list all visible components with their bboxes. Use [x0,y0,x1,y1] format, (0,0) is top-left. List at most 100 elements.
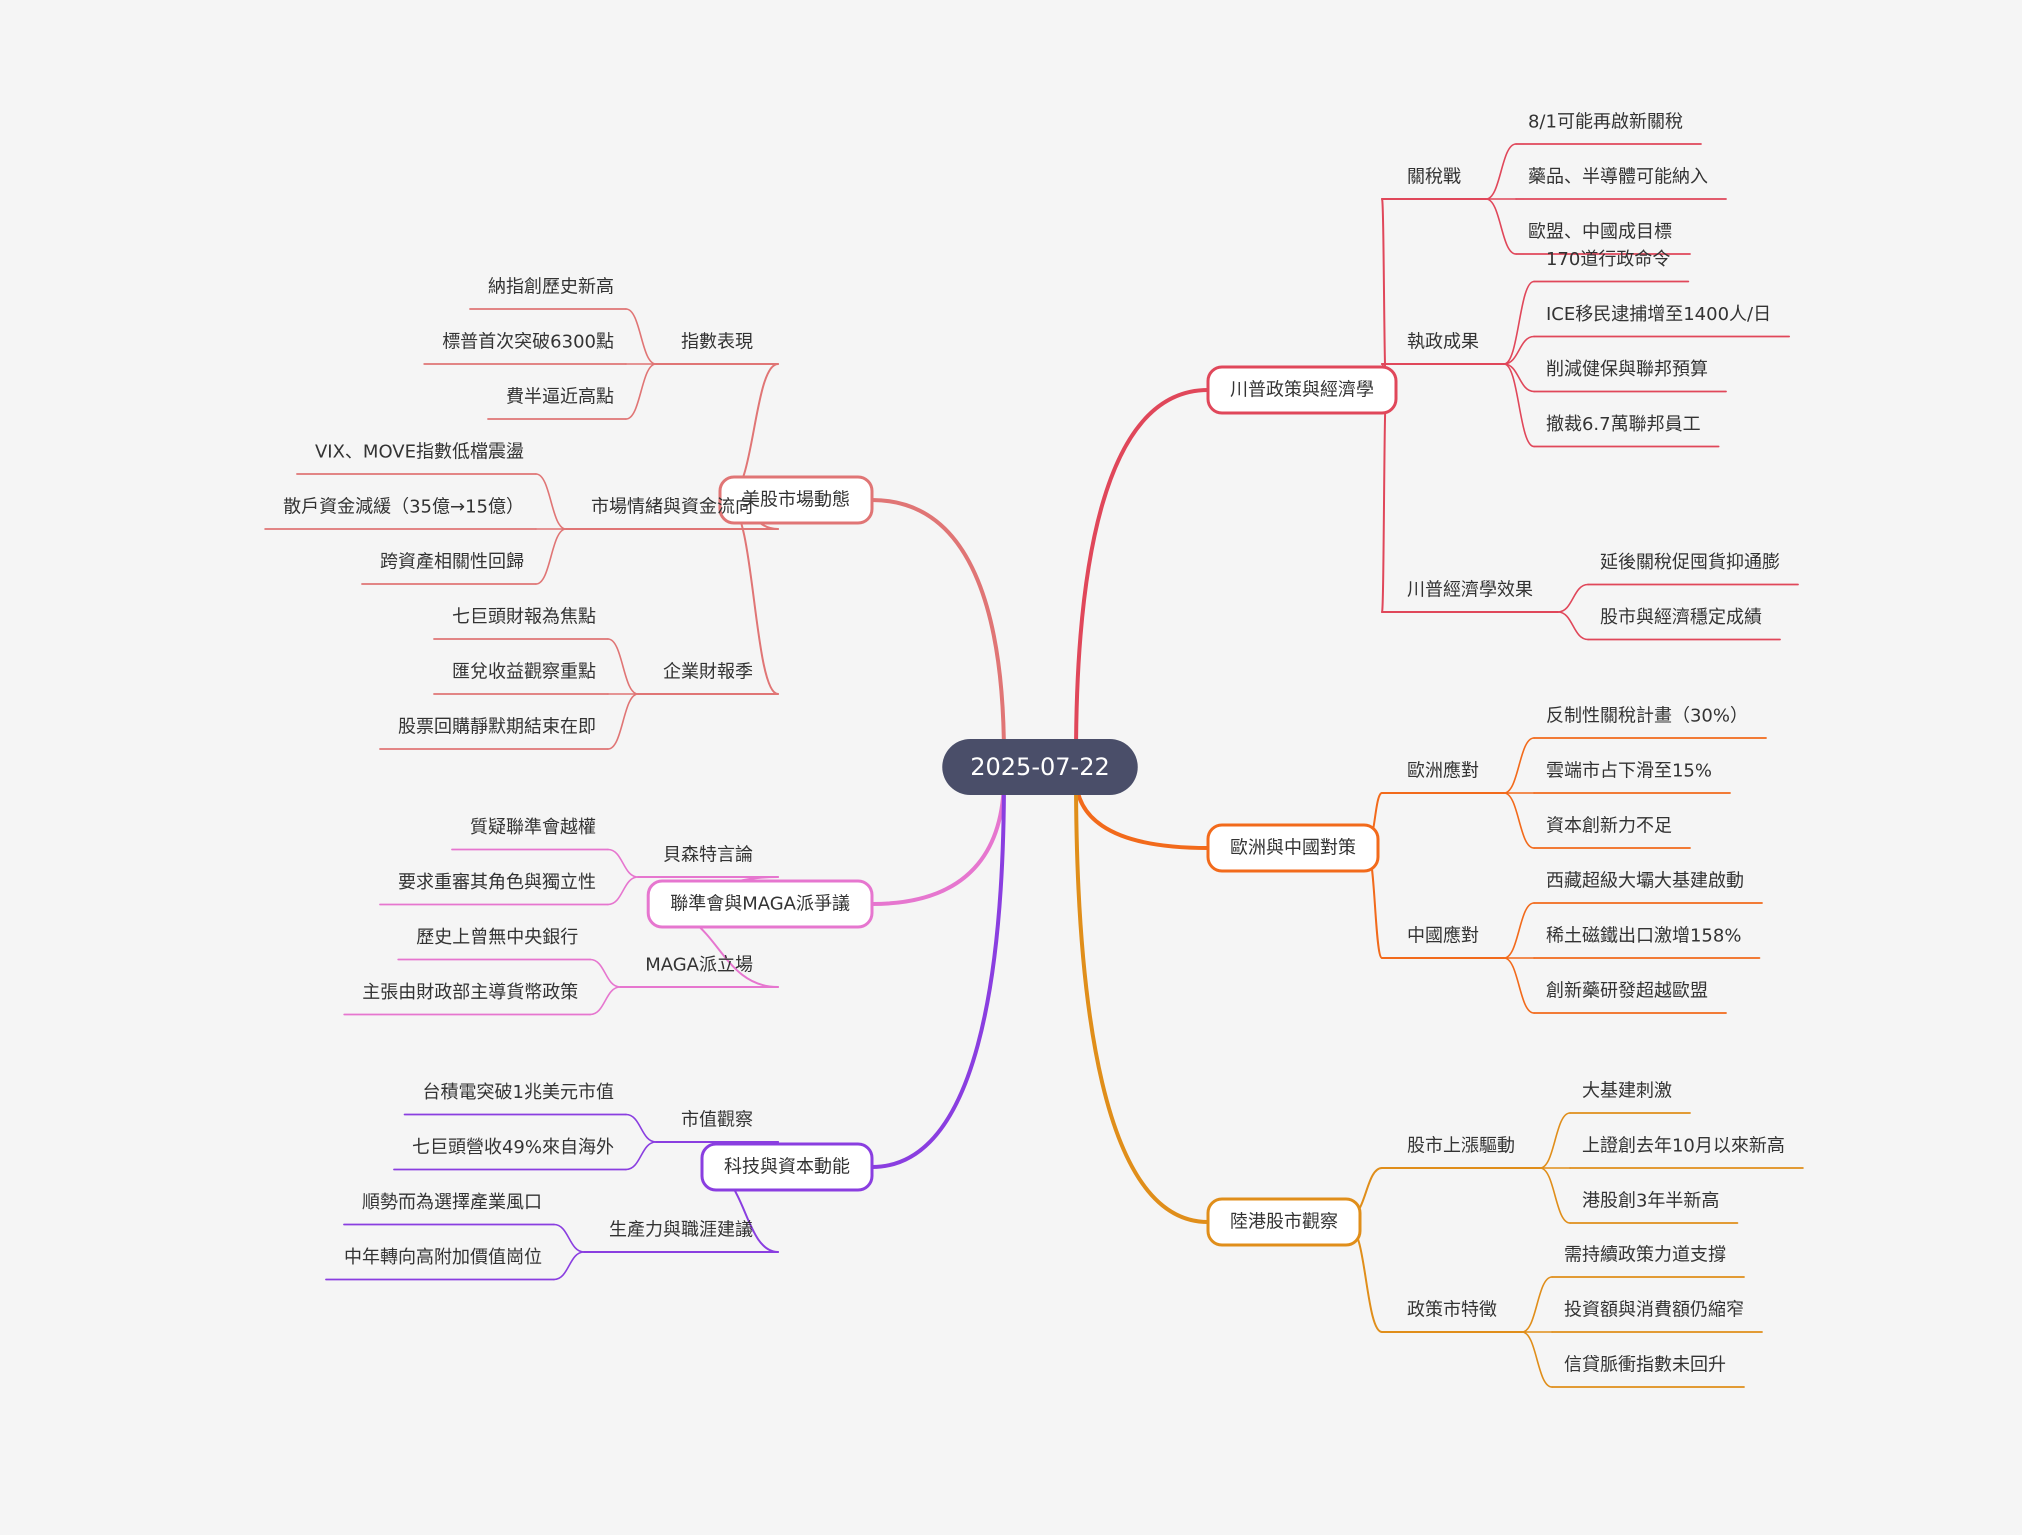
leaf-label: 股票回購靜默期結束在即 [398,717,596,738]
leaf-connector [1503,957,1535,1014]
leaf-connector [1485,143,1517,200]
branch-label: 美股市場動態 [742,490,850,511]
leaf-label: 需持續政策力道支撐 [1564,1245,1726,1266]
leaf-connector [589,958,622,988]
child-connector [1381,395,1387,613]
leaf-label: 納指創歷史新高 [488,277,614,298]
branch-node[interactable] [1206,1197,1362,1247]
leaf-label: 要求重審其角色與獨立性 [398,872,596,893]
leaf-label: 延後關稅促囤貨抑通膨 [1600,552,1780,573]
root-label: 2025-07-22 [970,753,1109,781]
leaf-label: 中年轉向高附加價值崗位 [344,1247,542,1268]
branch-label: 川普政策與經濟學 [1230,380,1374,401]
leaf-connector [607,876,639,906]
leaf-label: 8/1可能再啟新關稅 [1528,112,1683,133]
leaf-connector [607,693,639,750]
leaf-label: 股市與經濟穩定成績 [1600,607,1762,628]
branch-label: 聯準會與MAGA派爭議 [670,894,850,915]
leaf-connector [1503,363,1535,448]
branch-label: 歐洲與中國對策 [1230,838,1356,859]
leaf-label: 散戶資金減緩（35億→15億） [283,497,524,518]
leaf-connector [553,1223,585,1253]
branch-node[interactable] [1206,365,1398,415]
leaf-label: 七巨頭財報為焦點 [452,607,596,628]
leaf-label: 撤裁6.7萬聯邦員工 [1546,414,1701,435]
child-label: 川普經濟學效果 [1407,580,1533,601]
child-connector [1381,198,1387,385]
root-node[interactable] [942,739,1138,795]
leaf-label: 170道行政命令 [1546,249,1670,270]
leaf-connector [607,848,639,878]
branch-node[interactable] [1206,823,1380,873]
branch-node[interactable] [646,879,874,929]
child-label: 市值觀察 [681,1110,753,1131]
leaf-label: 投資額與消費額仍縮窄 [1564,1300,1744,1321]
leaf-label: 藥品、半導體可能納入 [1528,167,1708,188]
leaf-label: 反制性關稅計畫（30%） [1546,706,1748,727]
leaf-connector [625,1141,657,1171]
child-label: 市場情緒與資金流向 [591,497,753,518]
branch-node[interactable] [700,1142,874,1192]
leaf-label: 削減健保與聯邦預算 [1546,359,1708,380]
leaf-connector [625,308,657,365]
leaf-label: 雲端市占下滑至15% [1546,761,1712,782]
leaf-connector [1503,792,1535,849]
leaf-label: 費半逼近高點 [506,387,614,408]
leaf-connector [589,986,622,1016]
leaf-label: 跨資產相關性回歸 [380,552,524,573]
child-label: 中國應對 [1407,925,1479,947]
leaf-label: 稀土磁鐵出口激增158% [1546,926,1741,947]
child-label: 指數表現 [681,332,753,353]
leaf-connector [607,638,639,695]
leaf-connector [1503,280,1535,365]
leaf-connector [1539,1167,1571,1224]
leaf-label: 匯兌收益觀察重點 [452,662,596,683]
child-label: 貝森特言論 [663,845,753,866]
leaf-label: ICE移民逮捕增至1400人/日 [1546,304,1771,325]
leaf-label: 資本創新力不足 [1546,816,1672,837]
leaf-connector [625,363,657,420]
branch-node[interactable] [718,475,874,525]
leaf-connector [1539,1112,1571,1169]
leaf-connector [1485,198,1517,255]
leaf-label: 港股創3年半新高 [1582,1191,1719,1212]
leaf-label: 大基建刺激 [1582,1081,1672,1102]
branch-label: 陸港股市觀察 [1230,1212,1338,1233]
leaf-connector [1557,611,1589,641]
child-connector [729,363,779,495]
leaf-label: 質疑聯準會越權 [470,817,596,838]
leaf-label: 上證創去年10月以來新高 [1582,1136,1785,1157]
leaf-label: 主張由財政部主導貨幣政策 [362,982,578,1003]
leaf-label: 歷史上曾無中央銀行 [416,927,578,948]
child-label: MAGA派立場 [645,955,753,976]
leaf-label: 西藏超級大壩大基建啟動 [1546,871,1744,892]
leaf-label: 標普首次突破6300點 [442,332,614,353]
branch-connector [870,498,1006,759]
leaf-label: VIX、MOVE指數低檔震盪 [315,442,524,463]
leaf-connector [1503,902,1535,959]
leaf-connector [535,473,567,530]
leaf-label: 台積電突破1兆美元市值 [423,1082,614,1103]
leaf-connector [1503,335,1535,365]
mindmap-nodes: 2025-07-22 川普政策與經濟學 關稅戰 8/1可能再啟新關稅藥品、半導體可能納… [283,112,1785,1376]
child-label: 關稅戰 [1407,167,1461,188]
child-label: 政策市特徵 [1407,1300,1497,1321]
leaf-label: 信貸脈衝指數未回升 [1564,1355,1726,1376]
leaf-connector [553,1251,585,1281]
child-label: 企業財報季 [663,662,753,683]
leaf-connector [535,528,567,585]
child-label: 股市上漲驅動 [1407,1136,1515,1157]
leaf-connector [625,1113,657,1143]
leaf-label: 歐盟、中國成目標 [1528,222,1672,243]
leaf-label: 七巨頭營收49%來自海外 [412,1137,614,1158]
leaf-connector [1557,583,1589,613]
leaf-label: 順勢而為選擇產業風口 [362,1192,542,1213]
leaf-connector [1521,1331,1553,1388]
branch-label: 科技與資本動能 [724,1157,850,1178]
branch-connector [870,775,1006,906]
child-label: 生產力與職涯建議 [609,1220,753,1241]
leaf-connector [1503,737,1535,794]
child-label: 歐洲應對 [1407,760,1479,782]
child-label: 執政成果 [1407,332,1479,353]
